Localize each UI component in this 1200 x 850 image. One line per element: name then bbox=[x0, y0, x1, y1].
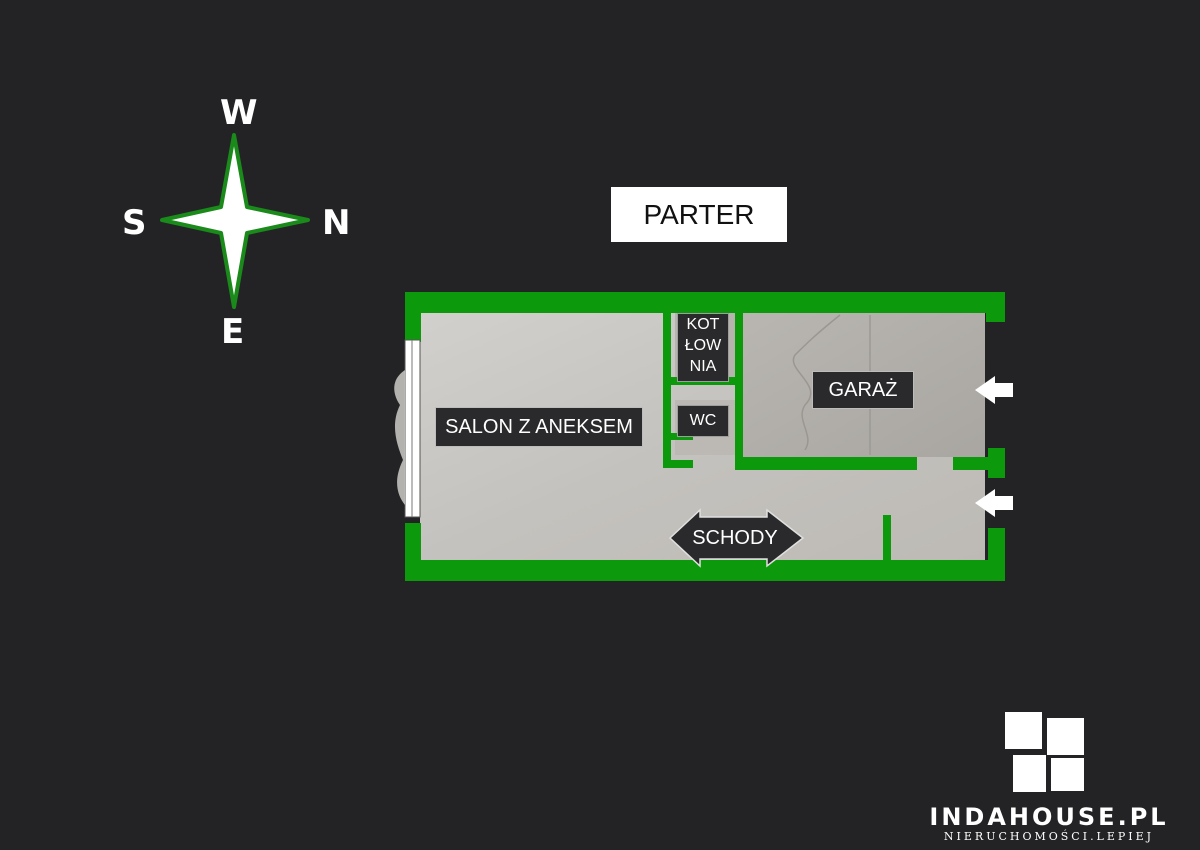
boiler-room-line-2: ŁOW bbox=[684, 337, 722, 354]
wall-top bbox=[405, 292, 1005, 313]
compass-north-label: N bbox=[322, 203, 351, 243]
wall-wc-bottom-left bbox=[663, 460, 693, 468]
boiler-room-line-3: NIA bbox=[689, 358, 717, 375]
boiler-room-line-1: KOT bbox=[686, 316, 720, 333]
wall-left-upper bbox=[405, 292, 421, 342]
wall-right-top bbox=[986, 292, 1005, 322]
garage-entry-arrow-icon bbox=[975, 376, 1013, 404]
wall-garage-left bbox=[735, 313, 743, 470]
room-label-garage: GARAŻ bbox=[812, 371, 914, 409]
main-entry-arrow-icon bbox=[975, 489, 1013, 517]
logo-tagline: NIERUCHOMOŚCI.LEPIEJ bbox=[943, 830, 1155, 843]
wall-left-lower bbox=[405, 523, 421, 581]
stairs-double-arrow-icon bbox=[668, 508, 805, 568]
logo-square-1 bbox=[1005, 712, 1042, 749]
compass-west-label: W bbox=[220, 93, 258, 133]
logo-square-4 bbox=[1051, 758, 1084, 791]
logo-square-3 bbox=[1013, 755, 1046, 792]
room-label-salon: SALON Z ANEKSEM bbox=[435, 407, 643, 447]
wall-garage-bottom-right bbox=[953, 457, 1005, 470]
wall-garage-bottom bbox=[735, 457, 917, 470]
room-label-boiler-room: KOT ŁOW NIA bbox=[677, 313, 729, 382]
logo-square-2 bbox=[1047, 718, 1084, 755]
floor-plan: SALON Z ANEKSEM KOT ŁOW NIA WC GARAŻ SCH… bbox=[385, 285, 1025, 590]
wall-right-bottom bbox=[988, 528, 1005, 581]
garage-floor-crack bbox=[792, 314, 841, 451]
compass-star-icon bbox=[160, 133, 310, 309]
room-label-wc: WC bbox=[677, 405, 729, 437]
wall-boiler-left bbox=[663, 313, 671, 468]
terrace-shadow bbox=[394, 370, 405, 505]
compass-south-label: S bbox=[122, 203, 147, 243]
room-label-stairs: SCHODY bbox=[692, 526, 778, 549]
wall-hall-divider bbox=[883, 515, 891, 565]
floor-title: PARTER bbox=[611, 187, 787, 242]
compass: W S N E bbox=[122, 93, 360, 355]
logo-name: INDAHOUSE.PL bbox=[929, 803, 1169, 831]
indahouse-logo: INDAHOUSE.PL NIERUCHOMOŚCI.LEPIEJ bbox=[900, 710, 1200, 850]
compass-east-label: E bbox=[221, 312, 245, 352]
wall-bottom bbox=[405, 560, 1005, 581]
